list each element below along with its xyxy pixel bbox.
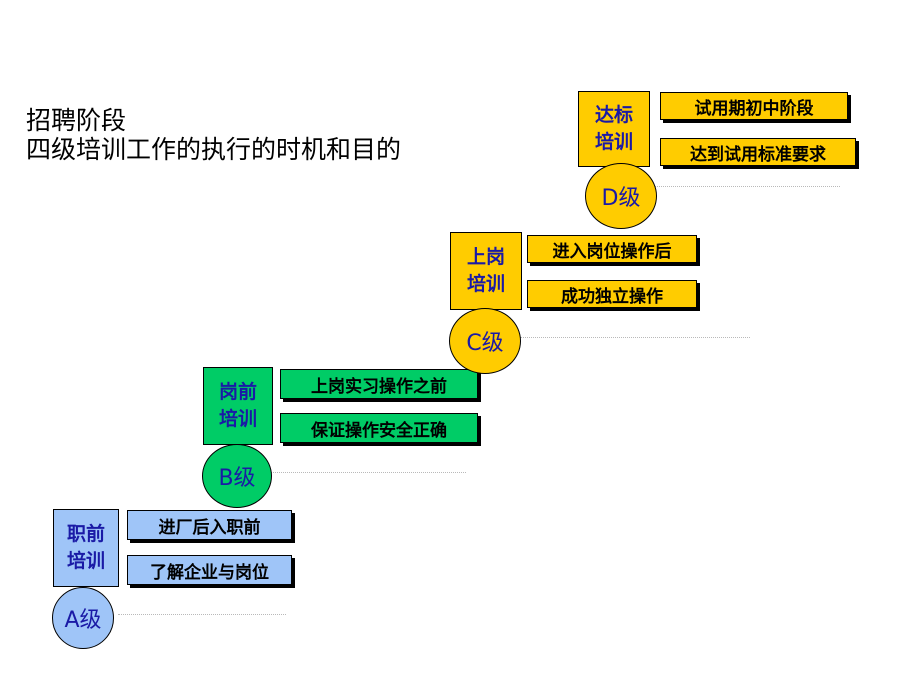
stage-a-item-1: 进厂后入职前 — [127, 510, 292, 540]
stage-c-box: 上岗 培训 — [450, 232, 522, 310]
stage-a-box: 职前 培训 — [53, 509, 119, 587]
stage-c-box-line-1: 上岗 — [466, 246, 505, 268]
title-line-1: 招聘阶段 — [26, 106, 127, 135]
stage-d-dotted-line — [655, 186, 840, 187]
stage-c-level: C级 — [449, 308, 521, 374]
stage-a-dotted-line — [118, 614, 286, 615]
stage-d-item-2: 达到试用标准要求 — [660, 138, 856, 166]
stage-b-box-line-2: 培训 — [218, 408, 257, 430]
stage-b-level: B级 — [202, 444, 272, 508]
stage-a-box-line-1: 职前 — [66, 523, 105, 545]
stage-b-dotted-line — [270, 472, 466, 473]
stage-b-box: 岗前 培训 — [203, 367, 273, 445]
stage-a-item-2: 了解企业与岗位 — [127, 555, 292, 585]
stage-a-level: A级 — [52, 587, 114, 649]
stage-c-item-2: 成功独立操作 — [527, 280, 697, 308]
stage-b-item-2: 保证操作安全正确 — [280, 413, 478, 443]
stage-b-box-line-1: 岗前 — [218, 381, 257, 403]
stage-d-item-1: 试用期初中阶段 — [660, 92, 848, 120]
stage-d-level: D级 — [585, 163, 657, 229]
stage-c-item-1: 进入岗位操作后 — [527, 235, 697, 263]
stage-b-item-1: 上岗实习操作之前 — [280, 369, 478, 399]
stage-d-box-line-1: 达标 — [594, 104, 633, 126]
page-title: 招聘阶段 四级培训工作的执行的时机和目的 — [26, 106, 401, 164]
stage-c-box-line-2: 培训 — [466, 273, 505, 295]
stage-d-box-line-2: 培训 — [594, 131, 633, 153]
stage-d-box: 达标 培训 — [578, 91, 650, 167]
stage-c-dotted-line — [520, 337, 750, 338]
stage-a-box-line-2: 培训 — [66, 550, 105, 572]
title-line-2: 四级培训工作的执行的时机和目的 — [26, 135, 402, 164]
